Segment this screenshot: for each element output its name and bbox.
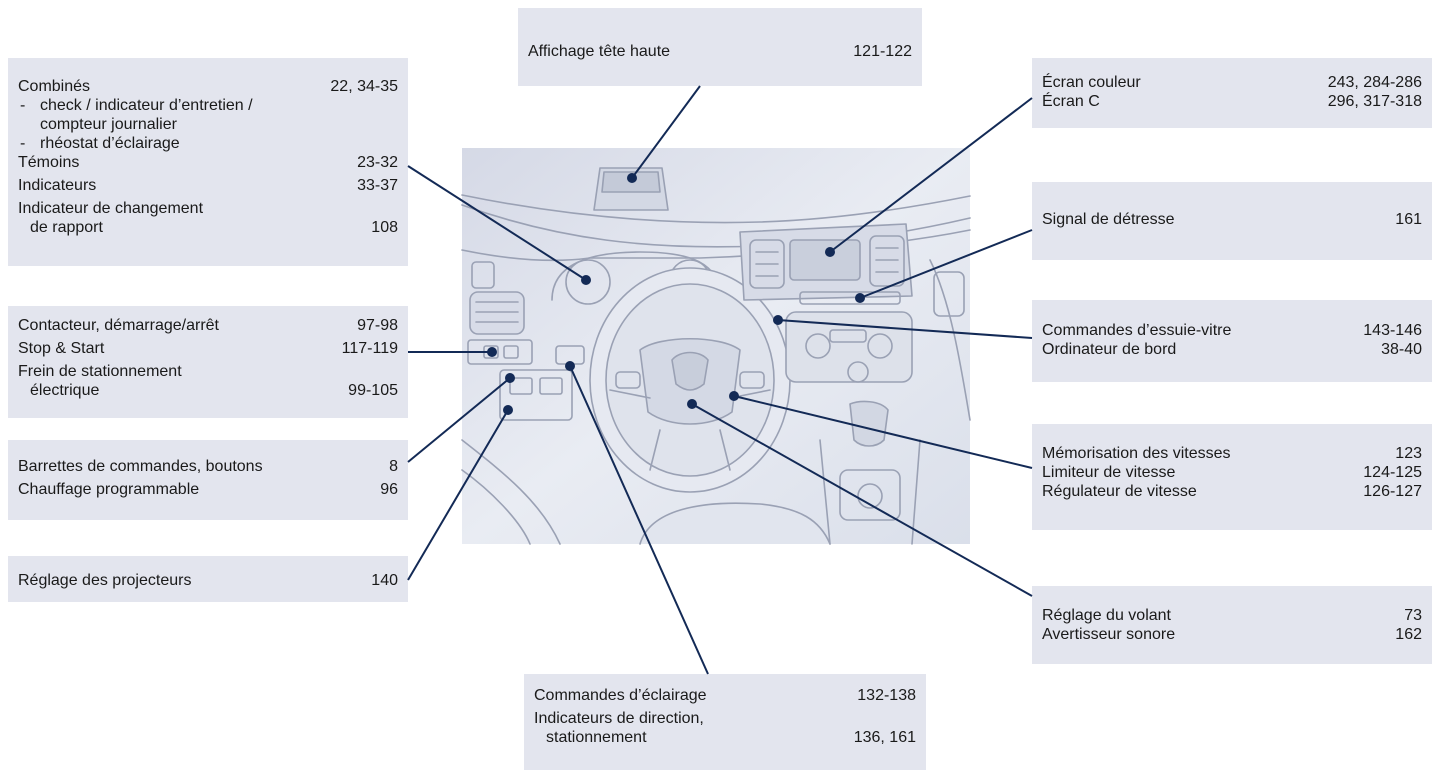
stationnement-label: stationnement xyxy=(546,729,647,746)
regulateur-row: Régulateur de vitesse 126-127 xyxy=(1042,482,1422,501)
volant-label: Réglage du volant xyxy=(1042,607,1171,624)
avertisseur-page: 162 xyxy=(1395,626,1422,643)
essuie-row: Commandes d’essuie-vitre 143-146 xyxy=(1042,321,1422,340)
contacteur-label: Contacteur, démarrage/arrêt xyxy=(18,317,219,334)
regulateur-label: Régulateur de vitesse xyxy=(1042,483,1197,500)
affichage-page: 121-122 xyxy=(853,43,912,60)
rapport-label: de rapport xyxy=(30,219,103,236)
regulateur-page: 126-127 xyxy=(1363,483,1422,500)
barrettes-row: Barrettes de commandes, boutons 8 xyxy=(18,457,398,476)
callout-eclairage: Commandes d’éclairage 132-138 Indicateurs… xyxy=(524,674,926,770)
ecran-couleur-label: Écran couleur xyxy=(1042,74,1141,91)
avertisseur-row: Avertisseur sonore 162 xyxy=(1042,625,1422,644)
rheostat-row: rhéostat d’éclairage xyxy=(18,134,398,153)
essuie-label: Commandes d’essuie-vitre xyxy=(1042,322,1232,339)
combines-page: 22, 34-35 xyxy=(330,78,398,95)
rapport-page: 108 xyxy=(371,219,398,236)
indicateurs-row: Indicateurs 33-37 xyxy=(18,176,398,195)
projecteurs-page: 140 xyxy=(371,572,398,589)
barrettes-label: Barrettes de commandes, boutons xyxy=(18,458,263,475)
stopstart-row: Stop & Start 117-119 xyxy=(18,339,398,358)
detresse-page: 161 xyxy=(1395,211,1422,228)
limiteur-label: Limiteur de vitesse xyxy=(1042,464,1176,481)
check-row: check / indicateur d’entretien / xyxy=(18,96,398,115)
avertisseur-label: Avertisseur sonore xyxy=(1042,626,1176,643)
stopstart-label: Stop & Start xyxy=(18,340,105,357)
volant-page: 73 xyxy=(1404,607,1422,624)
contacteur-row: Contacteur, démarrage/arrêt 97-98 xyxy=(18,316,398,335)
stationnement-page: 136, 161 xyxy=(853,729,916,746)
ecran-c-page: 296, 317-318 xyxy=(1327,93,1422,110)
callout-essuie: Commandes d’essuie-vitre 143-146 Ordinate… xyxy=(1032,300,1432,382)
barrettes-page: 8 xyxy=(389,458,398,475)
limiteur-row: Limiteur de vitesse 124-125 xyxy=(1042,463,1422,482)
combines-row: Combinés 22, 34-35 xyxy=(18,77,398,96)
temoins-label: Témoins xyxy=(18,154,80,171)
ordinateur-page: 38-40 xyxy=(1381,341,1422,358)
callout-detresse: Signal de détresse 161 xyxy=(1032,182,1432,260)
temoins-page: 23-32 xyxy=(357,154,398,171)
contacteur-page: 97-98 xyxy=(357,317,398,334)
combines-label: Combinés xyxy=(18,78,91,95)
ecran-couleur-row: Écran couleur 243, 284-286 xyxy=(1042,73,1422,92)
electrique-row: électrique 99-105 xyxy=(18,381,398,400)
ecran-c-row: Écran C 296, 317-318 xyxy=(1042,92,1422,111)
affichage-row: Affichage tête haute 121-122 xyxy=(528,42,912,61)
changement-label: Indicateur de changement xyxy=(18,200,204,217)
direction-row: Indicateurs de direction, xyxy=(534,709,916,728)
chauffage-page: 96 xyxy=(380,481,398,498)
frein-row: Frein de stationnement xyxy=(18,362,398,381)
projecteurs-label: Réglage des projecteurs xyxy=(18,572,192,589)
callout-contacteur: Contacteur, démarrage/arrêt 97-98 Stop & … xyxy=(8,306,408,418)
ecran-c-label: Écran C xyxy=(1042,93,1100,110)
eclairage-page: 132-138 xyxy=(857,687,916,704)
indicateurs-label: Indicateurs xyxy=(18,177,97,194)
compteur-label: compteur journalier xyxy=(40,116,177,133)
stationnement-row: stationnement 136, 161 xyxy=(534,728,916,747)
compteur-row: compteur journalier xyxy=(18,115,398,134)
stopstart-page: 117-119 xyxy=(341,340,398,357)
electrique-page: 99-105 xyxy=(348,382,398,399)
memorisation-row: Mémorisation des vitesses 123 xyxy=(1042,444,1422,463)
dashboard-artwork xyxy=(461,148,971,545)
electrique-label: électrique xyxy=(30,382,100,399)
callout-combines: Combinés 22, 34-35 check / indicateur d’e… xyxy=(8,58,408,266)
limiteur-page: 124-125 xyxy=(1363,464,1422,481)
callout-projecteurs: Réglage des projecteurs 140 xyxy=(8,556,408,602)
changement-row: Indicateur de changement xyxy=(18,199,398,218)
callout-affichage: Affichage tête haute 121-122 xyxy=(518,8,922,86)
chauffage-row: Chauffage programmable 96 xyxy=(18,480,398,499)
callout-vitesses: Mémorisation des vitesses 123 Limiteur de… xyxy=(1032,424,1432,530)
eclairage-label: Commandes d’éclairage xyxy=(534,687,707,704)
volant-row: Réglage du volant 73 xyxy=(1042,606,1422,625)
indicateurs-page: 33-37 xyxy=(357,177,398,194)
callout-barrettes: Barrettes de commandes, boutons 8 Chauffa… xyxy=(8,440,408,520)
eclairage-row: Commandes d’éclairage 132-138 xyxy=(534,686,916,705)
detresse-row: Signal de détresse 161 xyxy=(1042,210,1422,229)
detresse-label: Signal de détresse xyxy=(1042,211,1175,228)
memorisation-page: 123 xyxy=(1395,445,1422,462)
callout-volant: Réglage du volant 73 Avertisseur sonore 16… xyxy=(1032,586,1432,664)
chauffage-label: Chauffage programmable xyxy=(18,481,200,498)
ordinateur-label: Ordinateur de bord xyxy=(1042,341,1177,358)
check-label: check / indicateur d’entretien / xyxy=(18,96,253,115)
projecteurs-row: Réglage des projecteurs 140 xyxy=(18,571,398,590)
ordinateur-row: Ordinateur de bord 38-40 xyxy=(1042,340,1422,359)
direction-label: Indicateurs de direction, xyxy=(534,710,704,727)
essuie-page: 143-146 xyxy=(1363,322,1422,339)
ecran-couleur-page: 243, 284-286 xyxy=(1327,74,1422,91)
temoins-row: Témoins 23-32 xyxy=(18,153,398,172)
memorisation-label: Mémorisation des vitesses xyxy=(1042,445,1231,462)
rheostat-label: rhéostat d’éclairage xyxy=(18,134,180,153)
frein-label: Frein de stationnement xyxy=(18,363,182,380)
affichage-label: Affichage tête haute xyxy=(528,43,671,60)
rapport-row: de rapport 108 xyxy=(18,218,398,237)
callout-ecran: Écran couleur 243, 284-286 Écran C 296, 31… xyxy=(1032,58,1432,128)
